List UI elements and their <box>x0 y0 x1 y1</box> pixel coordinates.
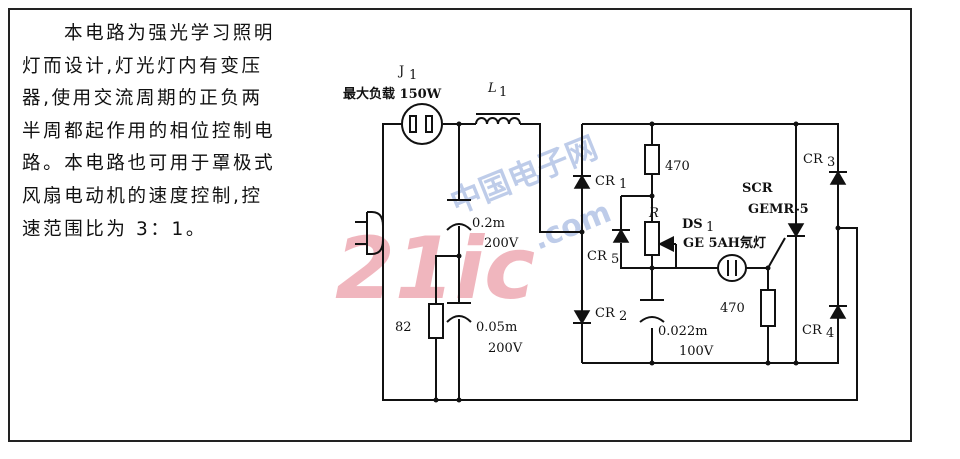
r2-value: 470 <box>665 159 690 174</box>
scr-thyristor <box>787 223 805 238</box>
c3-value: 0.022m <box>658 324 708 339</box>
circuit-description: 本电路为强光学习照明 灯而设计,灯光灯内有变压 器,使用交流周期的正负两 半周都… <box>22 18 312 246</box>
cr2-label-sub: 2 <box>619 309 627 324</box>
capacitor-c3 <box>639 299 665 323</box>
diode-cr3 <box>829 170 847 185</box>
watermark-domain: .com <box>528 195 616 258</box>
cr1-label-sub: 1 <box>619 177 627 192</box>
cr2-label: CR <box>595 306 616 321</box>
description-line-4: 半周都起作用的相位控制电 <box>22 120 276 142</box>
cr1-label: CR <box>595 174 616 189</box>
description-line-1: 本电路为强光学习照明 <box>64 23 276 44</box>
r3-value: 470 <box>720 301 745 316</box>
wires-left <box>382 123 858 401</box>
description-line-2: 灯而设计,灯光灯内有变压 <box>22 55 263 77</box>
ds1-label-sub: 1 <box>706 220 714 235</box>
cr4-label: CR <box>802 323 823 338</box>
diode-cr4 <box>829 304 847 319</box>
diagram-frame <box>8 8 912 442</box>
j1-label: J <box>397 64 404 79</box>
l1-inductor <box>475 113 521 125</box>
capacitor-c1 <box>446 199 472 231</box>
resistor-82 <box>428 303 444 339</box>
c2-voltage: 200V <box>488 341 523 356</box>
cr3-label: CR <box>803 152 824 167</box>
j1-description: 最大负载 150W <box>343 86 442 102</box>
scr-label: SCR <box>742 181 773 196</box>
diode-cr5 <box>612 228 630 243</box>
diode-cr1 <box>573 174 591 189</box>
description-line-7: 速范围比为 3：1。 <box>22 218 207 240</box>
r1-value: 82 <box>395 320 412 335</box>
neon-lamp-ds1 <box>717 254 747 282</box>
c1-voltage: 200V <box>484 236 519 251</box>
ac-plug <box>355 211 384 255</box>
c1-value: 0.2m <box>472 216 505 231</box>
description-line-5: 路。本电路也可用于罩极式 <box>22 153 276 175</box>
ds1-label: DS <box>682 217 703 232</box>
junction-dots <box>433 121 841 403</box>
ds1-description: GE 5AH氖灯 <box>683 235 766 251</box>
c3-voltage: 100V <box>679 344 714 359</box>
potentiometer-r <box>644 221 676 256</box>
description-line-3: 器,使用交流周期的正负两 <box>22 88 263 110</box>
resistor-470-top <box>644 144 660 175</box>
capacitor-c2 <box>446 302 472 323</box>
scr-model: GEMR-5 <box>748 202 809 217</box>
j1-label-sub: 1 <box>409 68 417 83</box>
cr5-label-sub: 5 <box>611 252 619 267</box>
resistor-470-low <box>760 289 776 327</box>
l1-label-sub: 1 <box>499 85 507 100</box>
description-line-6: 风扇电动机的速度控制,控 <box>22 185 263 207</box>
cr5-label: CR <box>587 249 608 264</box>
pot-label: R <box>648 206 659 221</box>
c2-value: 0.05m <box>476 320 517 335</box>
l1-label: L <box>487 81 497 96</box>
cr4-label-sub: 4 <box>826 326 834 341</box>
cr3-label-sub: 3 <box>827 155 835 170</box>
j1-outlet <box>401 103 443 145</box>
diode-cr2 <box>573 310 591 325</box>
